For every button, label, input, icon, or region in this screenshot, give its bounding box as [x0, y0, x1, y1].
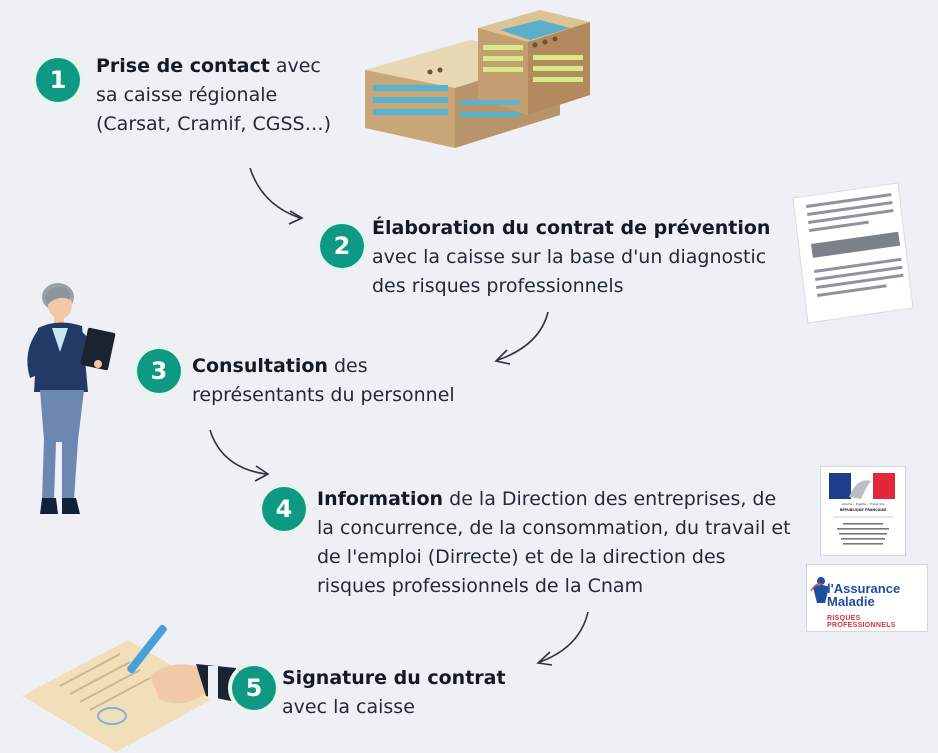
step-1-title: Prise de contact: [96, 55, 270, 77]
step-1-description: avec sa caisse régionale (Carsat, Cramif…: [96, 55, 332, 135]
step-1-text: Prise de contact avec sa caisse régional…: [96, 52, 346, 139]
assurance-maladie-sub: RISQUES PROFESSIONNELS: [827, 615, 896, 629]
assurance-maladie-emblem: [810, 577, 829, 603]
woman-illustration: [27, 283, 116, 514]
building-illustration: [365, 10, 590, 148]
step-5-description: avec la caisse: [282, 696, 415, 718]
step-5-badge: 5: [232, 666, 276, 710]
step-3-text: Consultation des représentants du person…: [192, 352, 492, 410]
arrow-1-to-2: [249, 167, 301, 219]
am-line1: l'Assurance: [827, 581, 901, 596]
republique-francaise-logo: Liberté • Égalité • Fraternité RÉPUBLIQU…: [820, 466, 906, 556]
step-5-text: Signature du contrat avec la caisse: [282, 664, 542, 722]
arrow-3-to-4: [209, 429, 267, 475]
step-4-description: de la Direction des entreprises, de la c…: [317, 488, 791, 597]
signing-illustration: [22, 624, 236, 752]
arrow-4-to-5: [539, 611, 589, 663]
step-5-title: Signature du contrat: [282, 667, 506, 689]
step-4-badge: 4: [262, 487, 306, 531]
document-illustration: [792, 182, 914, 324]
am-line2: Maladie: [827, 594, 875, 609]
arrow-2-to-3: [497, 311, 549, 361]
assurance-maladie-brand: l'Assurance Maladie: [827, 582, 900, 608]
step-3-title: Consultation: [192, 355, 328, 377]
step-3-badge: 3: [137, 349, 181, 393]
step-4-text: Information de la Direction des entrepri…: [317, 485, 797, 601]
step-2-badge: 2: [320, 224, 364, 268]
step-2-title: Élaboration du contrat de prévention: [372, 217, 771, 239]
rf-motto: Liberté • Égalité • Fraternité: [842, 501, 885, 506]
rf-name: RÉPUBLIQUE FRANÇAISE: [840, 507, 888, 512]
step-4-title: Information: [317, 488, 444, 510]
step-3-description: des représentants du personnel: [192, 355, 455, 406]
flow-arrows: [209, 167, 589, 666]
step-2-text: Élaboration du contrat de prévention ave…: [372, 214, 782, 301]
step-2-description: avec la caisse sur la base d'un diagnost…: [372, 246, 767, 297]
step-1-badge: 1: [36, 58, 80, 102]
assurance-maladie-logo: l'Assurance Maladie RISQUES PROFESSIONNE…: [806, 564, 928, 632]
marianne-logo-graphic: Liberté • Égalité • Fraternité RÉPUBLIQU…: [829, 473, 895, 545]
